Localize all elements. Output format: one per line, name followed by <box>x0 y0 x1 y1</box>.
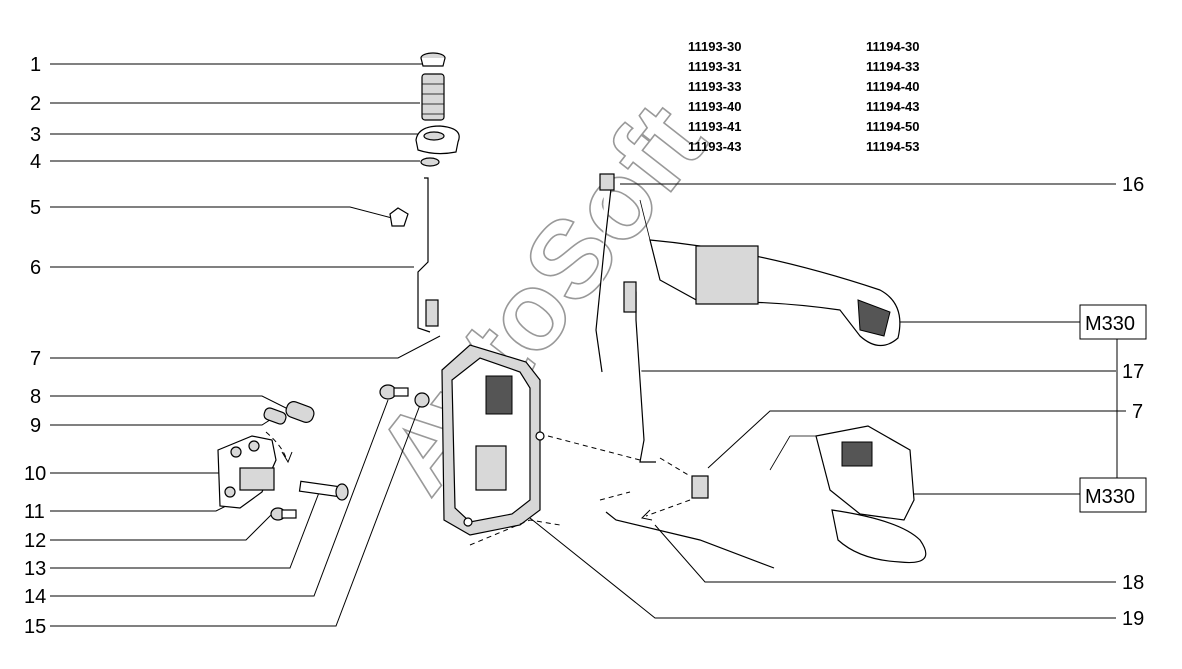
code-c2-3: 11194-43 <box>866 99 920 114</box>
reference-box: M330 M330 <box>1079 304 1147 513</box>
code-c1-3: 11193-40 <box>688 99 742 114</box>
callout-6: 6 <box>30 257 41 279</box>
part-outer-handle <box>639 199 901 347</box>
part-rod <box>417 177 439 333</box>
part-inner-handle <box>769 425 927 564</box>
callout-11: 11 <box>24 501 45 523</box>
part-escutcheon <box>415 125 460 155</box>
callout-19: 19 <box>1122 608 1144 630</box>
code-c2-4: 11194-50 <box>866 119 920 134</box>
callout-5: 5 <box>30 197 41 219</box>
callout-1: 1 <box>30 54 41 76</box>
code-c2-0: 11194-30 <box>866 39 920 54</box>
part-screw <box>379 384 409 400</box>
part-small-screw <box>270 507 297 521</box>
part-nut <box>414 392 430 408</box>
callout-7-right: 7 <box>1132 401 1143 423</box>
code-c1-2: 11193-33 <box>688 79 742 94</box>
callout-14: 14 <box>24 586 46 608</box>
callout-3: 3 <box>30 124 41 146</box>
left-callouts: 1 2 3 4 5 6 7 8 9 10 11 12 13 14 15 <box>24 54 46 638</box>
ref-label-bottom: M330 <box>1085 486 1135 508</box>
part-pins <box>263 401 315 464</box>
callout-2: 2 <box>30 93 41 115</box>
part-inner-rod <box>627 287 656 463</box>
callout-9: 9 <box>30 415 41 437</box>
right-leader-lines <box>529 183 1126 619</box>
part-clip-right <box>640 457 709 521</box>
code-c1-1: 11193-31 <box>688 59 742 74</box>
model-codes: 11193-30 11193-31 11193-33 11193-40 1119… <box>688 39 920 154</box>
part-lock-body <box>441 344 545 536</box>
callout-15: 15 <box>24 616 46 638</box>
callout-4: 4 <box>30 151 41 173</box>
part-bracket <box>217 435 277 509</box>
part-inner-rod-clip <box>623 281 637 313</box>
part-bolt <box>298 480 349 501</box>
part-long-rod <box>599 491 775 569</box>
code-c1-5: 11193-43 <box>688 139 742 154</box>
code-c2-2: 11194-40 <box>866 79 920 94</box>
ref-label-top: M330 <box>1085 313 1135 335</box>
callout-8: 8 <box>30 386 41 408</box>
right-callouts: 16 17 7 18 19 <box>1122 174 1144 630</box>
callout-12: 12 <box>24 530 46 552</box>
left-leader-lines <box>50 63 441 627</box>
code-c1-0: 11193-30 <box>688 39 742 54</box>
callout-7-left: 7 <box>30 348 41 370</box>
part-cap <box>420 52 446 67</box>
callout-17: 17 <box>1122 361 1144 383</box>
code-c2-5: 11194-53 <box>866 139 920 154</box>
callout-16: 16 <box>1122 174 1144 196</box>
part-outer-rod-clip <box>599 173 615 191</box>
assembly-line-1 <box>469 519 561 546</box>
callout-18: 18 <box>1122 572 1144 594</box>
callout-13: 13 <box>24 558 46 580</box>
assembly-line-2 <box>547 435 641 461</box>
code-c1-4: 11193-41 <box>688 119 742 134</box>
part-bellows <box>421 73 445 121</box>
callout-10: 10 <box>24 463 46 485</box>
code-c2-1: 11194-33 <box>866 59 920 74</box>
part-clip <box>389 207 409 227</box>
part-washer <box>420 157 440 167</box>
